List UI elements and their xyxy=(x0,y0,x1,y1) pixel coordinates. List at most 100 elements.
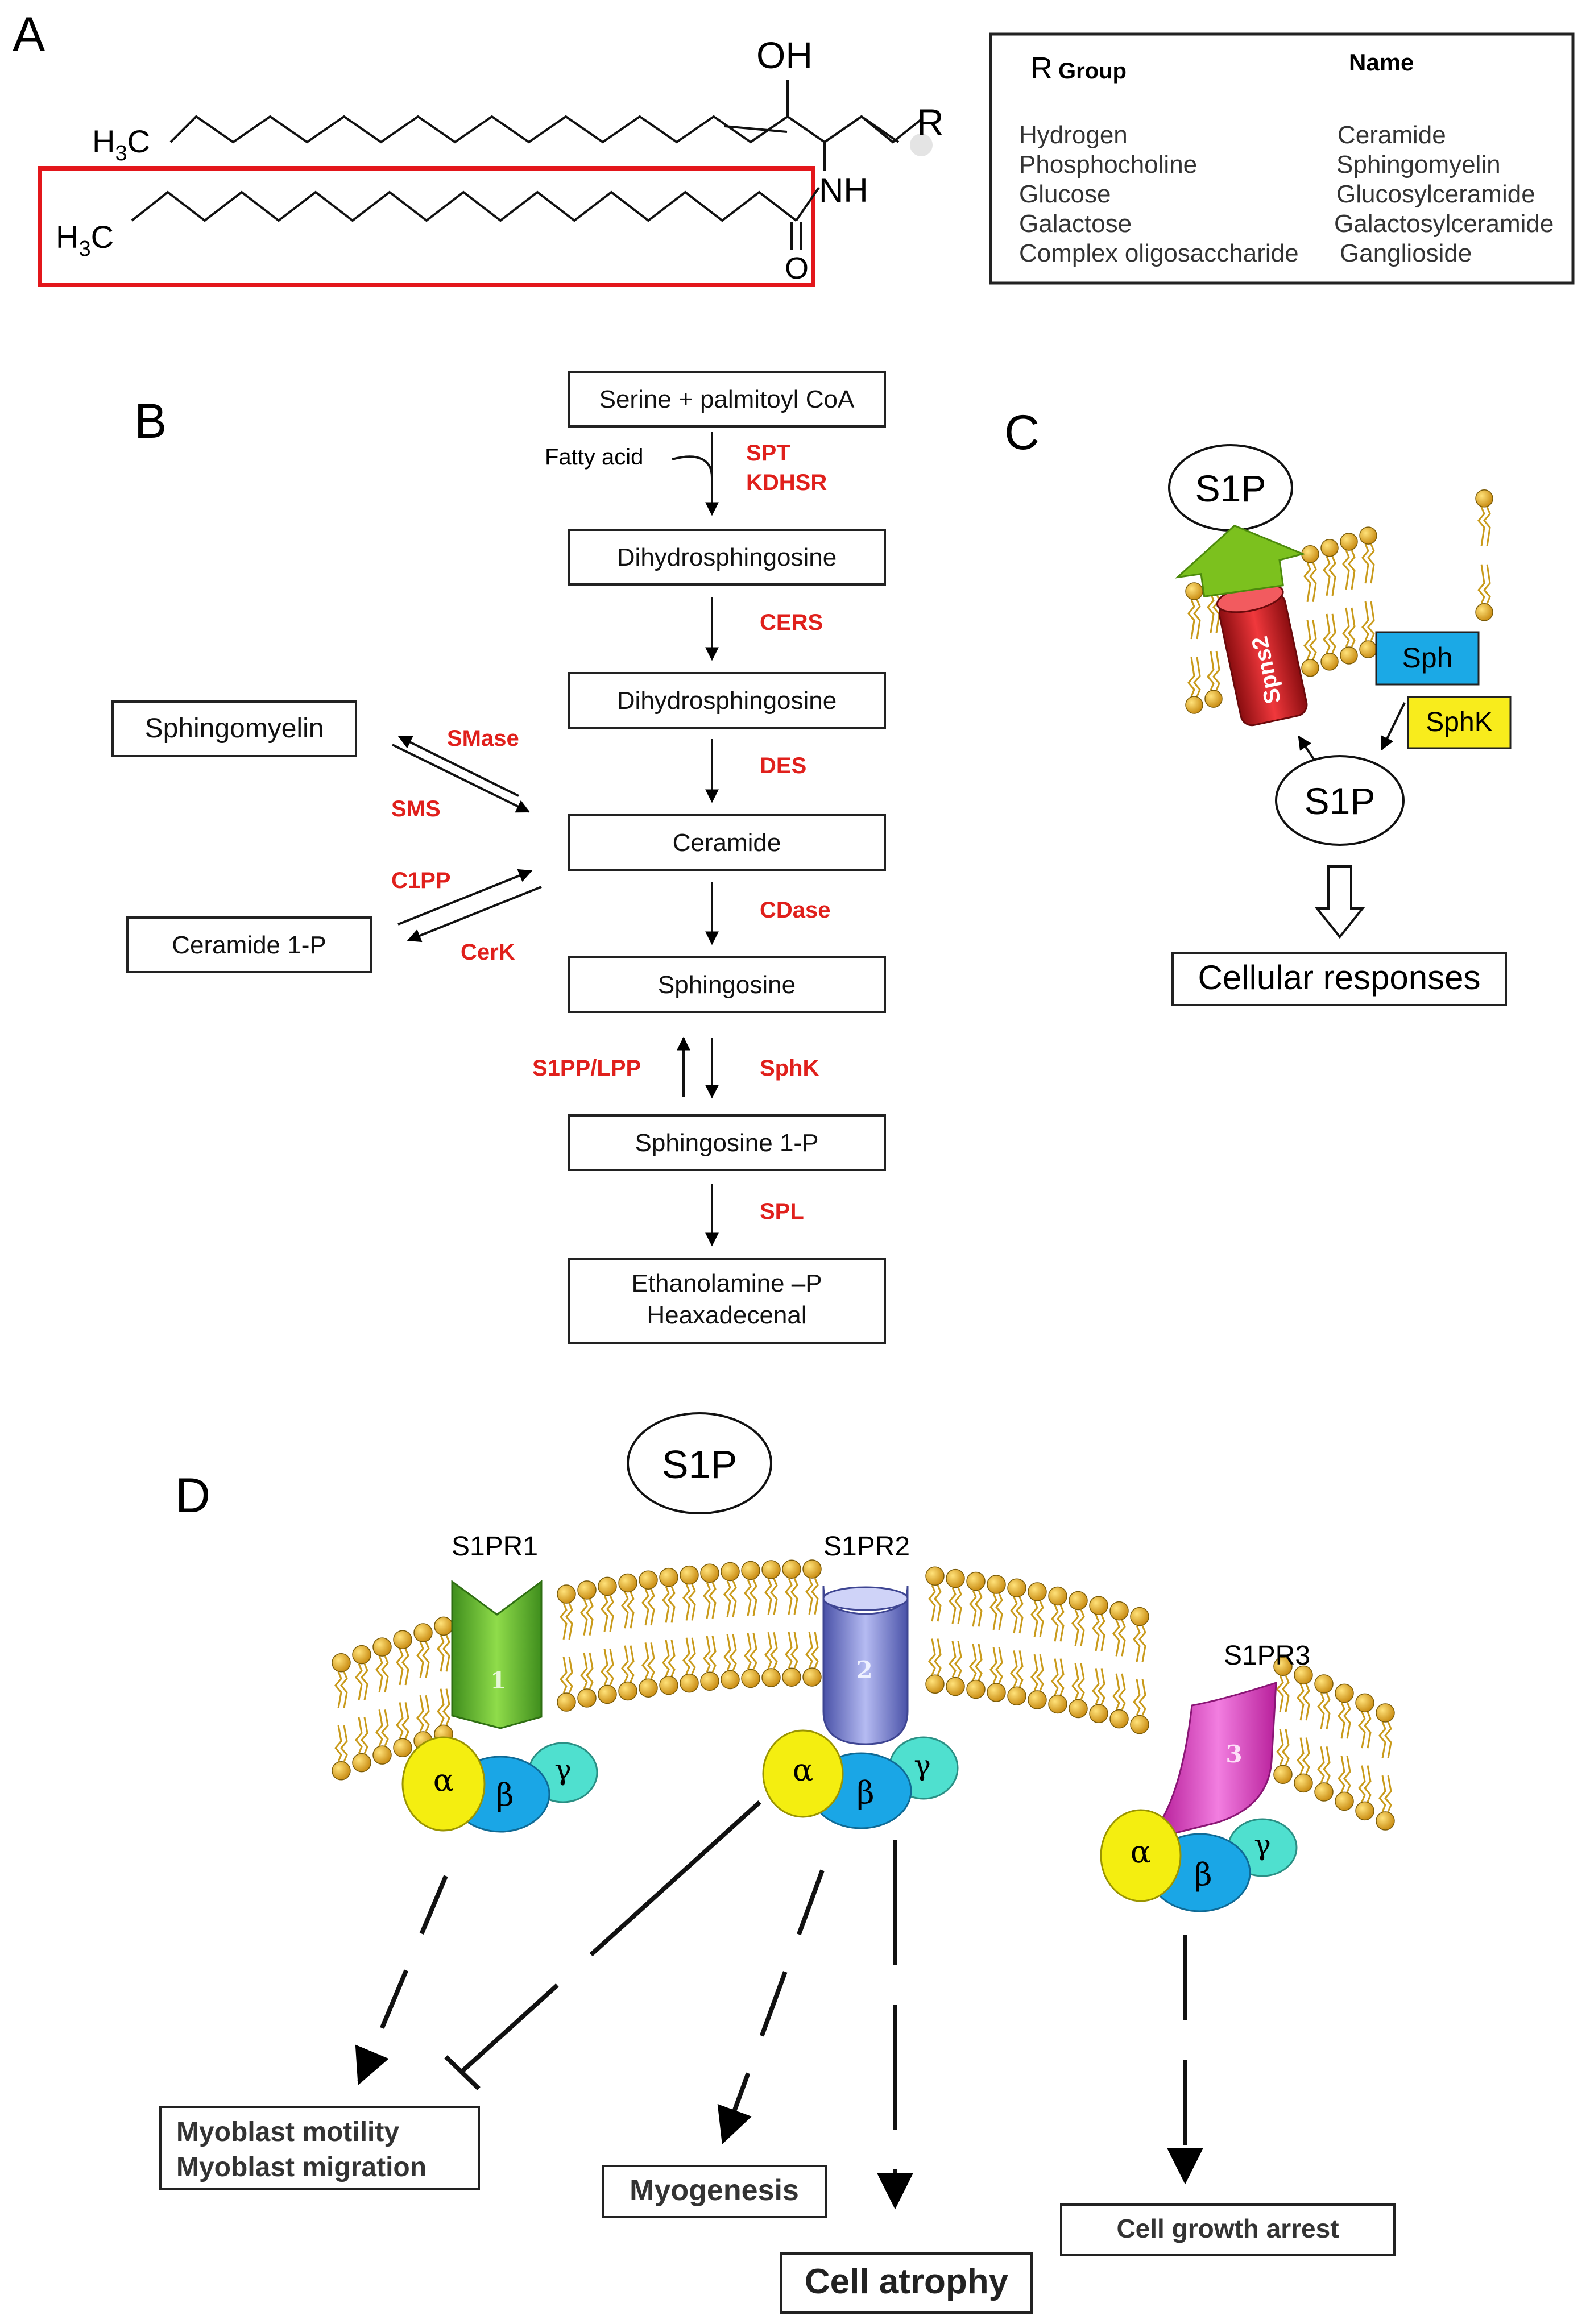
s1p-d-ellipse xyxy=(627,1412,772,1514)
arrow-fatty-acid xyxy=(672,455,713,478)
g-protein-2: α β γ xyxy=(762,1729,959,1829)
label-ceramide1p: Ceramide 1-P xyxy=(172,931,326,959)
dash-r1-motility xyxy=(355,1875,448,2085)
enzyme-sms: SMS xyxy=(391,796,441,821)
amide-bond xyxy=(795,186,820,222)
r-group-table xyxy=(989,32,1575,285)
box-myogenesis xyxy=(602,2165,827,2218)
box-dihydro2 xyxy=(568,672,886,729)
label-s1p: Sphingosine 1-P xyxy=(635,1129,819,1157)
acyl-chain xyxy=(131,190,797,222)
table-name-3: Glucosylceramide xyxy=(1336,180,1535,208)
receptor-s1pr3: 3 xyxy=(1159,1681,1277,1835)
table-name-5: Ganglioside xyxy=(1340,239,1472,267)
beta-3-label: β xyxy=(1194,1857,1212,1893)
inhibit-bar xyxy=(444,2055,481,2090)
r-label: R xyxy=(917,101,944,143)
alpha-1-label: α xyxy=(433,1762,454,1798)
enzyme-kdhsr: KDHSR xyxy=(746,470,827,495)
arrow-c1p-to-ceramide xyxy=(398,869,533,926)
label-hexadecenal: Heaxadecenal xyxy=(647,1301,806,1329)
g-protein-3: α β γ xyxy=(1100,1809,1298,1912)
oh-label: OH xyxy=(756,34,813,76)
outcome-atrophy: Cell atrophy xyxy=(805,2262,1009,2301)
s1p-top-label: S1P xyxy=(1195,467,1266,509)
nh-label: NH xyxy=(819,171,868,209)
label-ethanolamine: Ethanolamine –P xyxy=(631,1269,822,1297)
table-header-name: Name xyxy=(1349,49,1414,76)
box-sphingosine xyxy=(568,956,886,1013)
sphingoid-chain xyxy=(169,115,900,144)
spns2-transporter: Spns2 xyxy=(1216,583,1308,727)
gamma-1-label: γ xyxy=(554,1753,572,1786)
enzyme-spl: SPL xyxy=(760,1199,804,1224)
receptor-2-label: S1PR2 xyxy=(823,1532,910,1562)
arrow-s1p-to-spns2 xyxy=(1298,736,1316,762)
outcome-motility: Myoblast motility xyxy=(176,2117,399,2147)
inhibit-r2-motility xyxy=(460,1800,761,2073)
r-chain xyxy=(823,115,922,144)
sphk-label: SphK xyxy=(1426,707,1492,737)
box-ceramide xyxy=(568,814,886,871)
table-rows: Hydrogen Phosphocholine Glucose Galactos… xyxy=(1019,121,1554,267)
gamma-2-label: γ xyxy=(914,1749,931,1782)
sph-box xyxy=(1375,631,1480,686)
label-dihydro1: Dihydrosphingosine xyxy=(617,543,837,571)
h3c-bottom: H3C xyxy=(56,219,114,261)
panel-a-label: A xyxy=(13,7,45,62)
signaling-arrows xyxy=(355,1800,1203,2210)
enzyme-des: DES xyxy=(760,753,806,778)
label-dihydro2: Dihydrosphingosine xyxy=(617,687,837,715)
enzyme-cdase: CDase xyxy=(760,898,831,923)
outcome-growth-arrest: Cell growth arrest xyxy=(1116,2214,1339,2243)
table-group-5: Complex oligosaccharide xyxy=(1019,239,1299,267)
table-group-1: Hydrogen xyxy=(1019,121,1128,149)
receptor-2-number: 2 xyxy=(856,1656,872,1684)
enzyme-spt: SPT xyxy=(746,441,790,466)
table-group-4: Galactose xyxy=(1019,210,1132,238)
outcome-migration: Myoblast migration xyxy=(176,2152,427,2182)
panel-d-label: D xyxy=(175,1468,210,1523)
box-dihydro1 xyxy=(568,529,886,586)
box-sphingomyelin xyxy=(111,700,357,757)
membrane-d xyxy=(332,1559,1395,1831)
enzyme-cerk: CerK xyxy=(461,940,515,965)
fatty-acid-label: Fatty acid xyxy=(545,445,643,470)
receptor-s1pr2: 2 xyxy=(822,1586,909,1745)
table-group-2: Phosphocholine xyxy=(1019,151,1197,179)
pathway-boxes xyxy=(111,371,886,1344)
box-serine xyxy=(568,371,886,428)
s1p-bottom-label: S1P xyxy=(1305,780,1376,822)
dash-r2-myogenesis xyxy=(717,1869,825,2145)
enzyme-smase: SMase xyxy=(447,726,519,751)
arrow-sph-to-s1p xyxy=(1381,702,1406,751)
alpha-3 xyxy=(1100,1809,1182,1902)
arrow-sm-to-ceramide xyxy=(392,744,531,813)
receptor-3-label: S1PR3 xyxy=(1224,1641,1310,1671)
cellular-responses-label: Cellular responses xyxy=(1198,958,1481,997)
panel-c-label: C xyxy=(1004,405,1040,460)
h3c-top: H3C xyxy=(92,123,150,165)
label-sphingomyelin: Sphingomyelin xyxy=(145,713,324,744)
receptor-1-number: 1 xyxy=(490,1667,506,1694)
receptor-3-number: 3 xyxy=(1225,1740,1242,1768)
enzyme-sphk: SphK xyxy=(760,1056,819,1081)
receptor-s1pr1: 1 xyxy=(451,1580,543,1729)
pathway-box-labels: Serine + palmitoyl CoA Dihydrosphingosin… xyxy=(145,385,855,1329)
arrow-ceramide-to-sm xyxy=(398,736,519,797)
outcome-myogenesis: Myogenesis xyxy=(630,2174,799,2207)
pathway-arrows xyxy=(392,432,719,1247)
enzyme-s1pp-lpp: S1PP/LPP xyxy=(532,1056,641,1081)
cellular-responses-box xyxy=(1171,952,1507,1006)
s1p-d-label: S1P xyxy=(662,1442,737,1487)
alpha-2-label: α xyxy=(793,1752,813,1788)
beta-1-label: β xyxy=(496,1777,514,1813)
arrow-ceramide-to-c1p xyxy=(407,886,542,943)
enzyme-cers: CERS xyxy=(760,610,823,635)
table-name-1: Ceramide xyxy=(1338,121,1446,149)
sphk-box xyxy=(1407,696,1512,749)
fatty-acid-highlight-box xyxy=(38,166,815,287)
box-growth-arrest xyxy=(1060,2203,1396,2256)
g-protein-1: α β γ xyxy=(401,1736,598,1833)
